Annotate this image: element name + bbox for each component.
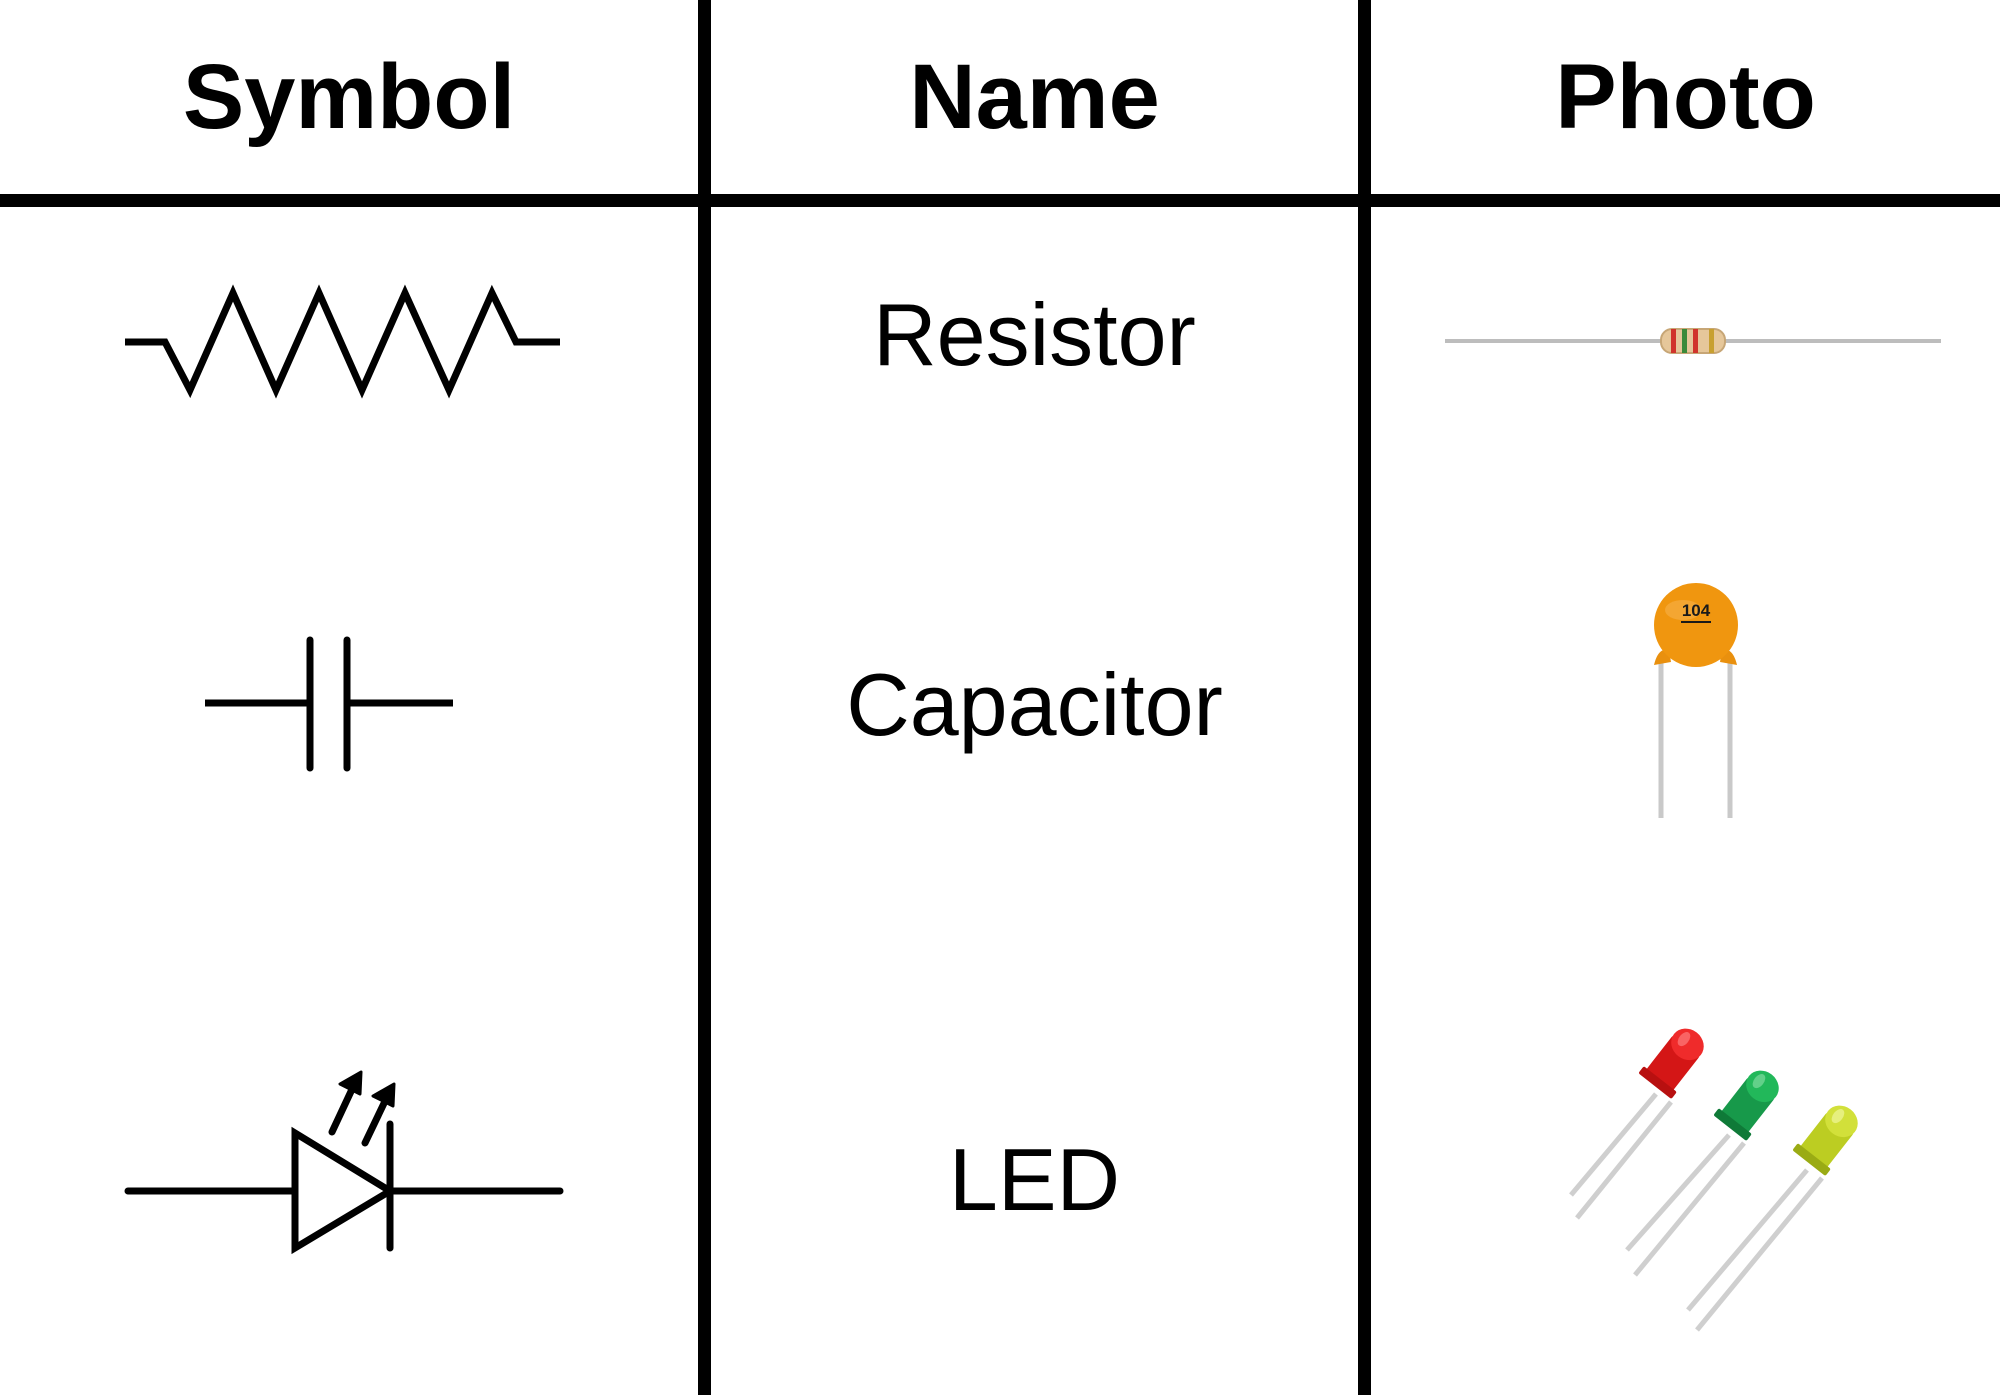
- led-symbol-icon: [0, 1060, 698, 1260]
- column-divider-1: [698, 0, 711, 1395]
- resistor-photo-icon: [1371, 300, 2000, 380]
- header-divider: [0, 194, 2000, 207]
- row-name-resistor: Resistor: [873, 285, 1196, 384]
- row-name-led: LED: [948, 1130, 1121, 1229]
- capacitor-marking-text: 104: [1682, 601, 1711, 620]
- capacitor-symbol-icon: [0, 600, 698, 800]
- three-leds-photo-icon: [1371, 1000, 2000, 1340]
- column-divider-2: [1358, 0, 1371, 1395]
- header-symbol: Symbol: [182, 46, 516, 148]
- ceramic-capacitor-photo-icon: 104: [1371, 570, 2000, 830]
- header-name: Name: [909, 46, 1160, 148]
- header-photo: Photo: [1555, 46, 1816, 148]
- row-name-capacitor: Capacitor: [846, 655, 1223, 754]
- resistor-symbol-icon: [0, 210, 698, 460]
